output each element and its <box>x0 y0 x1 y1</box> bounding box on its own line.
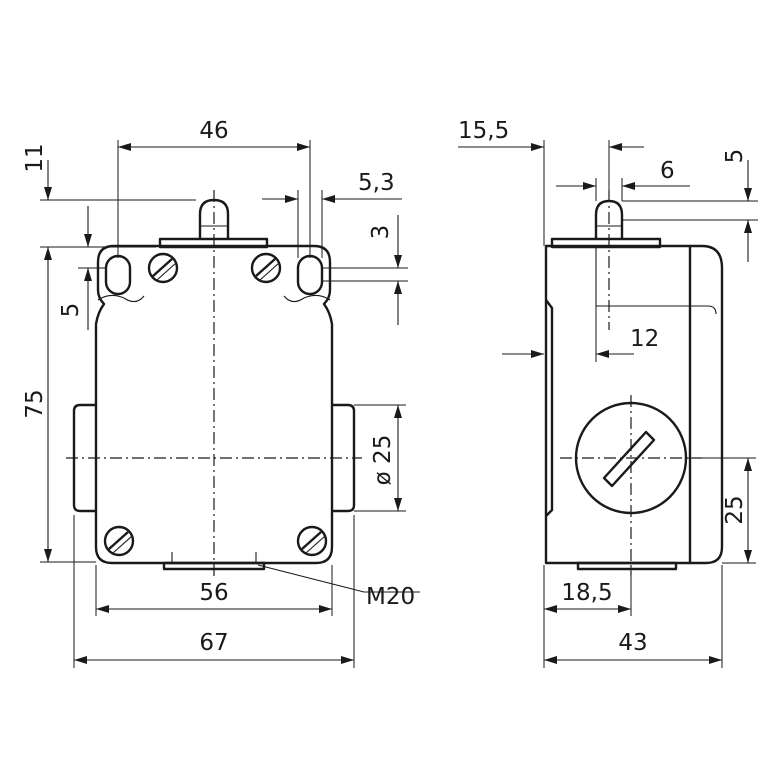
dim-5-left: 5 <box>58 303 84 318</box>
dim-6: 6 <box>660 158 675 184</box>
dim-3: 3 <box>368 225 394 240</box>
dim-5-side: 5 <box>722 149 748 164</box>
dim-25-side: 25 <box>722 495 748 524</box>
dim-18-5: 18,5 <box>561 580 612 606</box>
dim-46: 46 <box>199 118 228 144</box>
front-ear-right-curve <box>283 294 331 303</box>
m20-leader <box>257 564 365 593</box>
front-screw-bottom-left <box>103 525 135 557</box>
label-m20: M20 <box>366 584 415 610</box>
front-housing-body <box>94 244 334 565</box>
side-top-cap <box>550 237 662 249</box>
front-screw-top-left <box>147 252 179 284</box>
front-ear-left-curve <box>97 294 145 303</box>
side-view <box>544 190 724 575</box>
front-view <box>66 190 362 580</box>
dim-43: 43 <box>618 630 647 656</box>
front-screw-bottom-right <box>296 525 328 557</box>
side-housing-body <box>544 244 724 565</box>
front-slot-left <box>104 254 132 296</box>
front-slot-right <box>296 254 324 296</box>
dim-67: 67 <box>199 630 228 656</box>
dim-12: 12 <box>630 326 659 352</box>
dim-5-3: 5,3 <box>358 170 395 196</box>
dim-11: 11 <box>22 143 48 172</box>
side-dimensions: 15,5 6 5 12 25 <box>458 118 758 668</box>
front-screw-top-right <box>250 252 282 284</box>
front-dimensions: 46 5,3 3 11 5 75 <box>22 118 420 668</box>
dim-diameter-25: ø 25 <box>370 435 396 486</box>
dim-75: 75 <box>22 389 48 418</box>
dim-15-5: 15,5 <box>458 118 509 144</box>
side-bottom-stub <box>576 561 678 571</box>
side-flange <box>545 299 554 517</box>
dim-56: 56 <box>199 580 228 606</box>
